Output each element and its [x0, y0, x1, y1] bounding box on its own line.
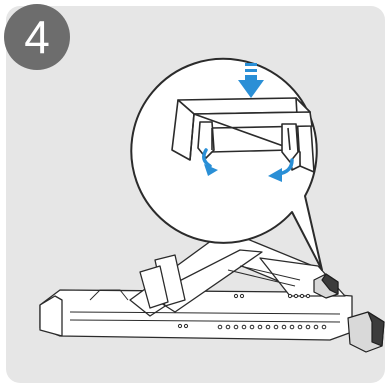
step-number-badge: 4 — [4, 4, 70, 70]
detail-callout — [131, 59, 322, 270]
folded-frame — [40, 236, 352, 340]
